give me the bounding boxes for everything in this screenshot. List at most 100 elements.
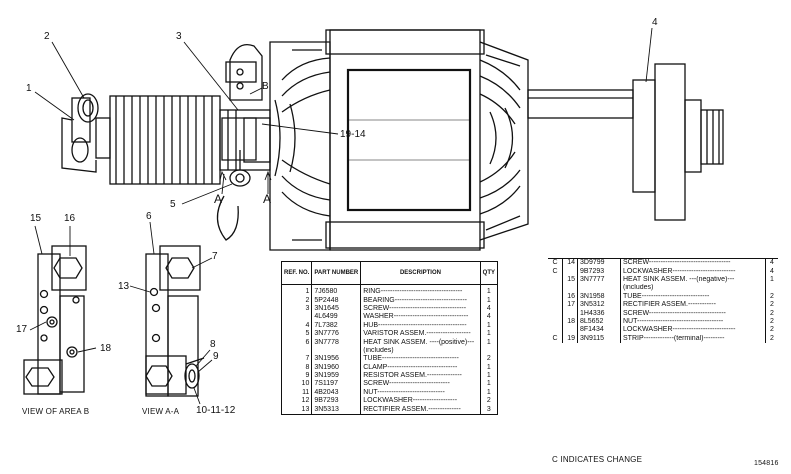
cell-qty: 4 — [486, 313, 491, 321]
cell-c — [548, 309, 563, 318]
cell-c — [548, 326, 563, 335]
cell-pn: 5P2448 — [311, 296, 362, 305]
cell-pn: 4B2043 — [311, 388, 362, 398]
cell-pn: 1H4336 — [577, 309, 621, 318]
cell-desc: TUBE----------------------------- — [620, 292, 766, 301]
header-qty: QTY — [480, 261, 498, 285]
cell-ref: 14 — [562, 258, 578, 268]
cell-desc: NUT------------------------------------- — [620, 317, 766, 327]
cell-qty: 2 — [486, 397, 491, 405]
header-part-number: PART NUMBER — [311, 261, 362, 285]
cell-pn: 3N1959 — [311, 371, 362, 381]
cell-pn: 3N1958 — [577, 292, 621, 301]
callout-15: 15 — [30, 213, 42, 224]
callout-2: 2 — [44, 31, 50, 42]
cell-pn: 9B7293 — [577, 267, 621, 276]
cell-pn: 3N1645 — [311, 304, 362, 314]
cell-ref: 7 — [281, 355, 313, 364]
table-row: (includes) — [548, 284, 779, 293]
callout-4: 4 — [652, 17, 658, 28]
cell-desc: SCREW-------------------------- — [360, 380, 481, 389]
leader-lines — [29, 27, 653, 405]
cell-pn: 3N5313 — [311, 405, 362, 415]
change-note: C INDICATES CHANGE — [552, 455, 643, 464]
cell-qty: 1 — [486, 388, 491, 396]
cell-c — [548, 300, 563, 310]
callout-6: 6 — [146, 211, 152, 222]
cell-desc: RESISTOR ASSEM.--------------- — [360, 371, 481, 381]
cell-qty: 2 — [770, 301, 774, 309]
cell-qty: 1 — [486, 363, 491, 371]
bearing-and-ring — [61, 93, 99, 173]
cell-desc: RECTIFIER ASSEM.-------------- — [360, 405, 481, 415]
figure-id: 154816 — [754, 460, 779, 467]
cell-qty: 2 — [486, 355, 491, 363]
section-a-left: A — [214, 192, 223, 206]
cell-qty: 4 — [486, 304, 491, 312]
cell-ref — [281, 313, 313, 322]
cell-desc: RECTIFIER ASSEM.------------ — [620, 300, 766, 310]
cell-ref: 13 — [281, 405, 313, 415]
cell-desc: LOCKWASHER------------------- — [360, 397, 481, 406]
header-description: DESCRIPTION — [360, 261, 481, 285]
cell-c — [548, 317, 563, 327]
callout-16: 16 — [64, 213, 76, 224]
cell-qty: 2 — [770, 317, 774, 325]
cell-pn — [577, 284, 621, 293]
cell-ref — [562, 284, 578, 293]
cell-qty: 2 — [770, 334, 774, 342]
cell-ref: 18 — [562, 317, 578, 327]
cell-ref: 3 — [281, 304, 313, 314]
cell-qty: 1 — [486, 321, 491, 329]
callout-3: 3 — [176, 31, 182, 42]
cell-qty: 1 — [486, 288, 491, 296]
cell-qty: 1 — [770, 275, 774, 283]
callout-5: 5 — [170, 199, 176, 210]
cell-pn: 3N7778 — [311, 338, 362, 347]
callout-10-11-12: 10-11-12 — [196, 405, 236, 416]
cell-pn: 3N1956 — [311, 355, 362, 364]
cell-desc: CLAMP------------------------------ — [360, 363, 481, 372]
callout-17: 17 — [16, 324, 28, 335]
cell-ref — [562, 326, 578, 335]
cell-qty: 2 — [770, 292, 774, 300]
cell-c — [548, 275, 563, 285]
cell-ref: 17 — [562, 300, 578, 310]
cell-qty — [766, 284, 779, 292]
cell-pn: 8F1434 — [577, 326, 621, 335]
cell-desc: LOCKWASHER--------------------------- — [620, 267, 766, 276]
cell-desc: BEARING------------------------------- — [360, 296, 481, 305]
cell-ref: 2 — [281, 296, 313, 305]
cell-qty: 2 — [770, 326, 774, 334]
cell-desc: (includes) — [620, 284, 766, 293]
cell-pn: 3N9115 — [577, 334, 621, 343]
cell-ref: 5 — [281, 329, 313, 339]
cell-desc: SCREW--------------------------------- — [360, 304, 481, 314]
cell-pn: 3D9799 — [577, 258, 621, 268]
cell-qty — [480, 347, 497, 355]
view-area-b-drawing — [23, 245, 87, 395]
cell-desc: SCREW----------------------------------- — [620, 258, 766, 268]
stator-body — [269, 29, 529, 251]
cell-ref: 1 — [281, 284, 313, 297]
cell-ref — [281, 346, 313, 356]
cell-qty: 4 — [770, 259, 774, 267]
cell-c — [548, 284, 563, 293]
cell-pn: 9B7293 — [311, 397, 362, 406]
callout-18: 18 — [100, 343, 112, 354]
cell-ref: 12 — [281, 397, 313, 406]
